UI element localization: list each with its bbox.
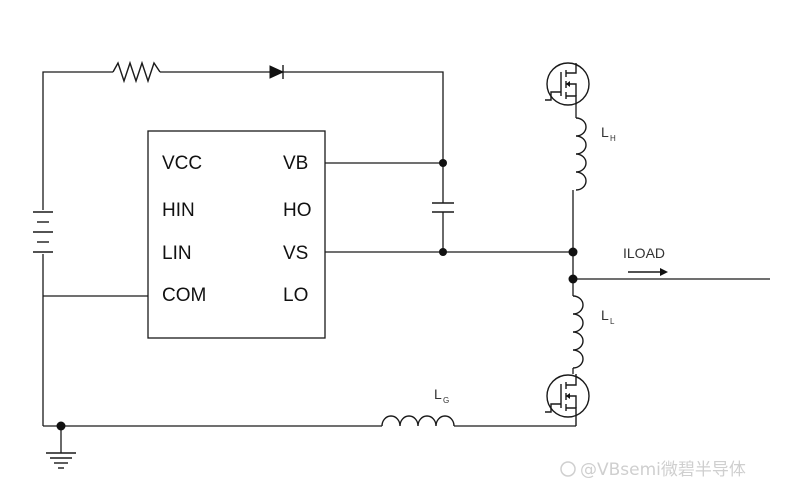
pin-vs: VS xyxy=(283,243,308,264)
bootstrap-path xyxy=(42,60,444,210)
bootstrap-diode xyxy=(269,65,285,79)
pin-com: COM xyxy=(162,285,206,306)
gate-driver-ic: VCC HIN LIN COM VB HO VS LO xyxy=(147,130,326,339)
junction-vs xyxy=(439,248,447,256)
pin-vcc: VCC xyxy=(162,153,202,174)
bootstrap-capacitor xyxy=(432,202,454,213)
inductor-lh xyxy=(575,117,587,191)
high-side-mosfet xyxy=(545,62,590,106)
watermark-text: @VBsemi微碧半导体 xyxy=(580,460,746,480)
pin-hin: HIN xyxy=(162,200,195,221)
inductor-ll xyxy=(572,295,584,369)
label-ll: L xyxy=(601,307,609,323)
pin-lo: LO xyxy=(283,285,308,306)
label-iload: ILOAD xyxy=(623,245,665,261)
bootstrap-resistor xyxy=(112,60,161,84)
wire-diode-to-vb xyxy=(283,71,444,163)
battery xyxy=(33,211,53,253)
pin-lin: LIN xyxy=(162,243,192,264)
pin-ho: HO xyxy=(283,200,312,221)
label-lh: L xyxy=(601,124,609,140)
ground-symbol xyxy=(46,426,76,469)
junction-load xyxy=(568,274,578,284)
pin-vb: VB xyxy=(283,153,308,174)
junction-vb xyxy=(439,159,447,167)
watermark: @VBsemi微碧半导体 xyxy=(560,460,746,480)
inductor-lg xyxy=(381,415,455,427)
junction-switch-node xyxy=(568,247,578,257)
wire-left-top xyxy=(42,71,113,210)
low-side-mosfet xyxy=(545,374,590,426)
label-lh-sub: H xyxy=(610,134,616,143)
current-arrow xyxy=(628,268,668,276)
label-ll-sub: L xyxy=(610,317,615,326)
label-lg: L xyxy=(434,386,442,402)
junction-ground xyxy=(56,421,66,431)
label-lg-sub: G xyxy=(443,396,449,405)
